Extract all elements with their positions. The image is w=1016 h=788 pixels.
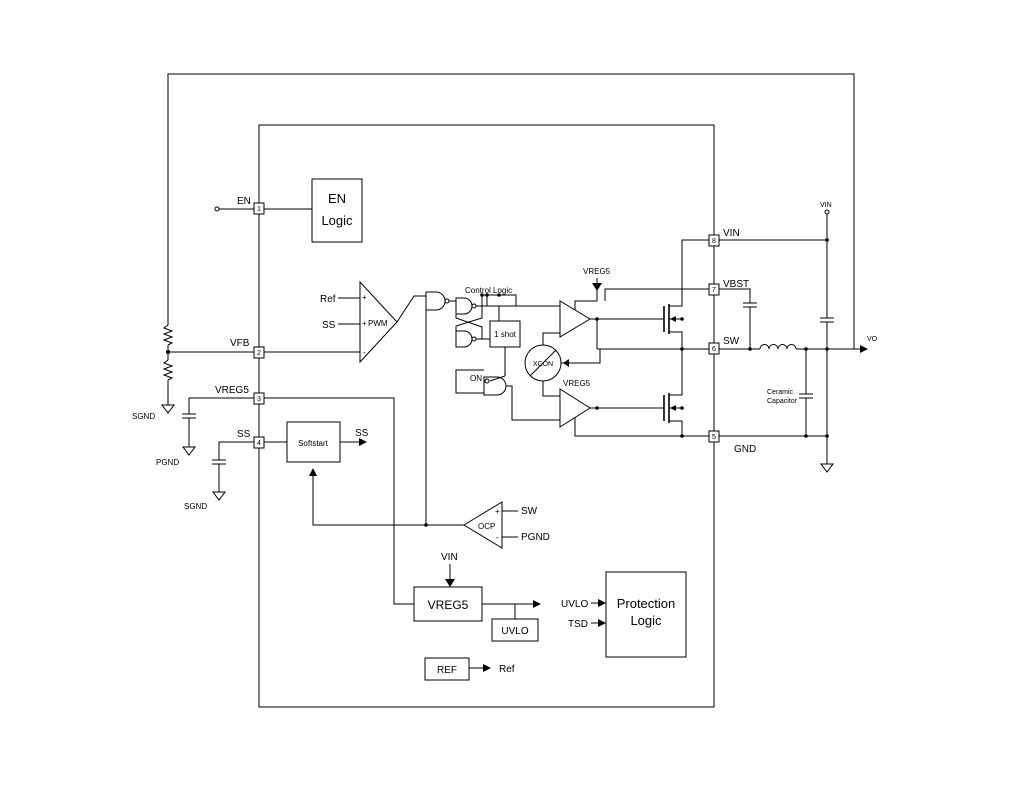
vreg5-regulator: VREG5 VIN (264, 397, 541, 622)
pin-label-gnd: GND (734, 444, 756, 455)
pin-1: 1 (253, 202, 265, 215)
svg-text:SGND: SGND (132, 412, 155, 421)
pin-4: 4 (253, 436, 265, 449)
svg-text:VIN: VIN (820, 202, 832, 209)
svg-text:EN: EN (328, 191, 346, 206)
vin-rail: VIN (719, 202, 834, 464)
svg-text:3: 3 (257, 396, 261, 403)
high-side-driver: VREG5 (559, 267, 709, 349)
svg-text:SS: SS (355, 428, 369, 439)
pin-3: 3 (253, 392, 265, 405)
one-shot-block: 1 shot (489, 306, 521, 376)
pin-label-en: EN (237, 196, 251, 207)
svg-text:VIN: VIN (441, 552, 458, 563)
pin-2: 2 (253, 346, 265, 359)
svg-text:VREG5: VREG5 (583, 267, 611, 276)
svg-text:XCON: XCON (533, 361, 553, 368)
high-side-mosfet (663, 239, 709, 349)
softstart-block: Softstart SS (264, 421, 472, 526)
ref-block: REF Ref (424, 657, 515, 681)
feedback-loop-wire (167, 73, 855, 349)
svg-text:PGND: PGND (521, 532, 550, 543)
feedback-resistor-divider: SGND (132, 324, 254, 421)
svg-text:PWM: PWM (368, 319, 388, 328)
svg-text:1: 1 (257, 206, 261, 213)
gnd-rail (719, 434, 834, 473)
low-side-mosfet (663, 349, 684, 438)
low-side-driver: VREG5 (559, 379, 709, 437)
svg-text:SW: SW (521, 506, 538, 517)
svg-text:SS: SS (322, 320, 336, 331)
svg-text:PGND: PGND (156, 458, 179, 467)
svg-text:VREG5: VREG5 (563, 379, 591, 388)
protection-logic-block: Protection Logic UVLO TSD (561, 571, 687, 658)
svg-text:REF: REF (437, 665, 457, 676)
control-logic-label: Control Logic (465, 286, 512, 295)
xcon-block: XCON (524, 332, 601, 397)
svg-text:VREG5: VREG5 (428, 598, 469, 612)
en-input (214, 206, 312, 212)
pin-8: 8 (708, 234, 720, 247)
svg-text:TSD: TSD (568, 619, 588, 630)
svg-text:1 shot: 1 shot (494, 330, 517, 339)
svg-text:+: + (362, 293, 367, 302)
svg-text:+: + (362, 319, 367, 328)
svg-text:Ceramic: Ceramic (767, 389, 794, 396)
output-inductor: VO (719, 336, 878, 353)
uvlo-block: UVLO (491, 618, 539, 642)
pin-label-vin: VIN (723, 228, 740, 239)
svg-text:Logic: Logic (321, 213, 353, 228)
svg-text:Ref: Ref (499, 664, 515, 675)
svg-text:4: 4 (257, 440, 261, 447)
ceramic-output-capacitor: Ceramic Capacitor (767, 349, 813, 436)
svg-text:2: 2 (257, 350, 261, 357)
svg-text:5: 5 (712, 434, 716, 441)
svg-text:Capacitor: Capacitor (767, 398, 798, 405)
svg-text:ON: ON (470, 374, 482, 383)
svg-text:OCP: OCP (478, 522, 495, 531)
svg-text:Ref: Ref (320, 294, 336, 305)
vreg5-capacitor: PGND (156, 397, 254, 467)
svg-text:8: 8 (712, 238, 716, 245)
svg-text:-: - (496, 533, 499, 542)
sw-node-internal (597, 347, 709, 351)
control-logic-gates (425, 291, 560, 348)
svg-text:UVLO: UVLO (561, 599, 588, 610)
svg-text:7: 7 (712, 287, 716, 294)
bootstrap-capacitor (719, 288, 757, 351)
on-gate: ON (455, 369, 560, 421)
ocp-comparator: OCP + - SW PGND (424, 305, 550, 549)
pin-5: 5 (708, 430, 720, 443)
svg-text:SGND: SGND (184, 502, 207, 511)
en-logic-block: EN Logic (311, 178, 363, 243)
pin-7: 7 (708, 283, 720, 296)
pin-label-vfb: VFB (230, 338, 250, 349)
svg-text:Protection: Protection (617, 596, 676, 611)
svg-text:+: + (495, 507, 500, 516)
svg-text:Logic: Logic (630, 613, 662, 628)
pin-label-vbst: VBST (723, 279, 749, 290)
svg-text:-: - (363, 348, 366, 357)
svg-text:UVLO: UVLO (501, 626, 528, 637)
ss-capacitor: SGND (184, 441, 254, 511)
pin-6: 6 (708, 342, 720, 355)
pin-label-ss: SS (237, 429, 251, 440)
svg-text:6: 6 (712, 346, 716, 353)
pin-label-vreg5: VREG5 (215, 385, 249, 396)
svg-text:VO: VO (867, 336, 878, 343)
pin-label-sw: SW (723, 336, 740, 347)
ic-package-outline (258, 124, 715, 708)
pwm-comparator: PWM + + - Ref SS (264, 280, 426, 364)
svg-text:Softstart: Softstart (298, 439, 329, 448)
